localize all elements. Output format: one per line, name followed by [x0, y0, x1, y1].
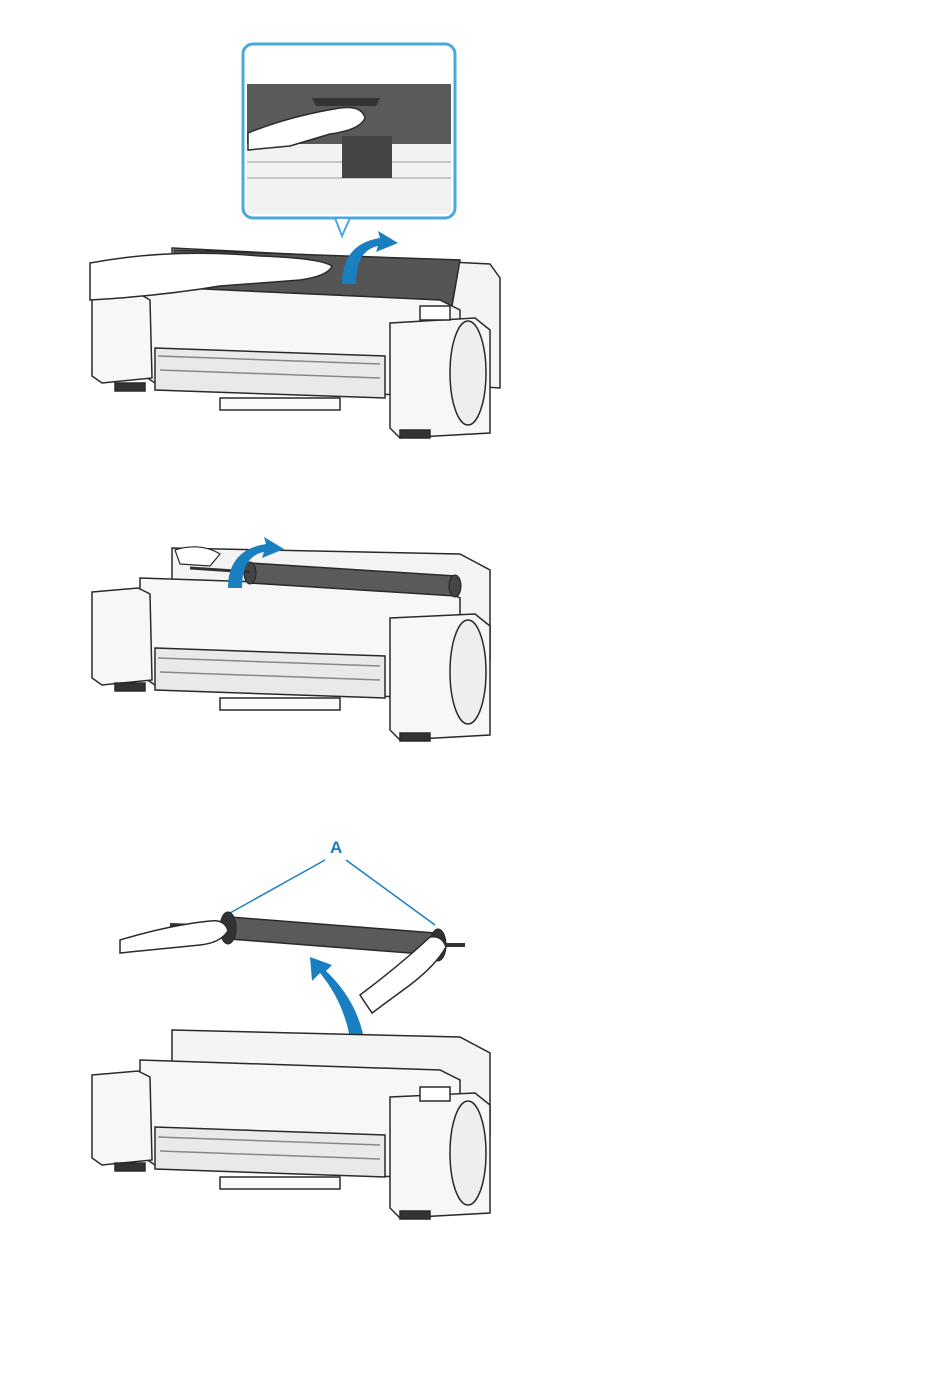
printer-roll-holder-illustration — [80, 530, 510, 755]
figure-step-2 — [80, 530, 510, 755]
callout-label-a: A — [330, 838, 342, 857]
printer-remove-roll-illustration: A — [80, 835, 510, 1230]
printer-illustration — [92, 1030, 490, 1219]
figure-step-1 — [80, 38, 510, 448]
figure-step-3: A — [80, 835, 510, 1230]
zoom-inset — [243, 44, 455, 218]
printer-open-cover-illustration — [80, 38, 510, 448]
